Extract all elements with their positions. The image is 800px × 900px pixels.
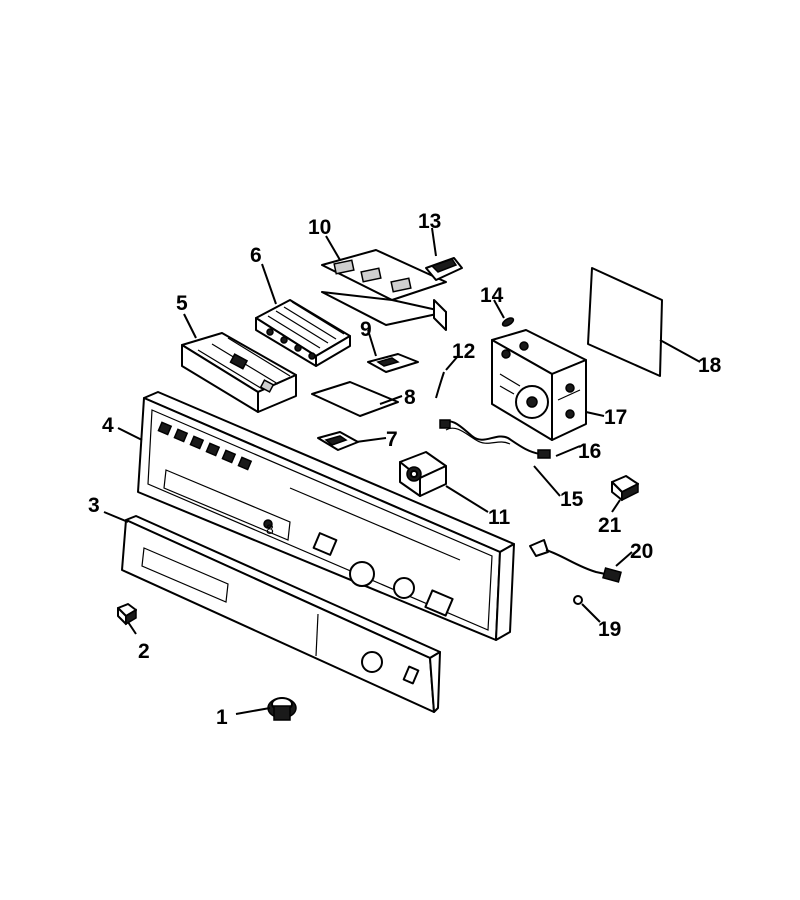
- callout-labels: 1 2 3 4 5 6 7 8 8 9 10 11 12 13 14 15 16…: [88, 210, 722, 729]
- leader-3: [103, 511, 129, 523]
- callout-13: 13: [418, 210, 441, 233]
- console-buttons: [157, 421, 253, 471]
- part-13-switch: [425, 257, 463, 281]
- leader-4: [117, 427, 143, 441]
- leader-21: [611, 499, 621, 513]
- callout-7: 7: [386, 428, 398, 451]
- part-7-bracket: [317, 431, 359, 451]
- part-1-knob: [267, 697, 297, 721]
- part-2-knob: [117, 603, 137, 626]
- part-17-timer: [491, 329, 587, 441]
- part-8-board: [311, 381, 399, 417]
- leader-2: [127, 621, 137, 635]
- leader-6: [261, 263, 277, 305]
- callout-14: 14: [480, 284, 504, 307]
- callout-5: 5: [176, 292, 188, 315]
- callout-16: 16: [578, 440, 601, 463]
- callout-12: 12: [452, 340, 475, 363]
- leader-20: [615, 551, 633, 567]
- leader-8: [379, 395, 403, 405]
- leader-10: [325, 235, 341, 261]
- part-11-dial: [399, 451, 447, 497]
- callout-21: 21: [598, 514, 622, 537]
- callout-3: 3: [88, 494, 100, 517]
- part-6-switch-block: [255, 299, 351, 367]
- part-4-console: [137, 391, 515, 641]
- part-14-screw: [501, 317, 515, 327]
- callout-4: 4: [102, 414, 114, 437]
- leader-16: [555, 445, 581, 457]
- part-12-rod: [435, 371, 445, 399]
- callout-20: 20: [630, 540, 653, 563]
- callout-10: 10: [308, 216, 331, 239]
- callout-2: 2: [138, 640, 150, 663]
- callout-15: 15: [560, 488, 584, 511]
- callout-18: 18: [698, 354, 722, 377]
- part-3-front-panel: [121, 515, 441, 713]
- part-18-panel: [587, 267, 663, 377]
- leader-19: [581, 603, 601, 623]
- callout-8-on-console: 8: [266, 521, 274, 537]
- callout-17: 17: [604, 406, 627, 429]
- leader-12: [445, 355, 459, 371]
- callout-11: 11: [488, 506, 511, 529]
- callout-6: 6: [250, 244, 262, 267]
- part-9-clip: [367, 353, 419, 373]
- part-16-wire-harness: [439, 419, 551, 459]
- callout-9: 9: [360, 318, 372, 341]
- leader-18: [659, 339, 701, 363]
- callout-19: 19: [598, 618, 621, 641]
- part-5-switch-assembly: [181, 332, 297, 413]
- leader-17: [585, 411, 605, 417]
- leader-14: [493, 299, 505, 319]
- leader-9: [367, 329, 377, 357]
- leader-11: [445, 485, 489, 513]
- part-20-cord: [529, 539, 622, 583]
- part-19-grommet: [573, 595, 583, 605]
- part-21-connector: [611, 475, 639, 502]
- leader-13: [431, 227, 437, 257]
- callout-8: 8: [404, 386, 416, 409]
- part-10-bracket: [321, 249, 447, 331]
- leader-lines: [103, 227, 701, 715]
- leader-1: [235, 707, 271, 715]
- callout-1: 1: [216, 706, 228, 729]
- leader-7: [355, 437, 387, 443]
- leader-15: [533, 465, 561, 497]
- leader-5: [183, 313, 197, 339]
